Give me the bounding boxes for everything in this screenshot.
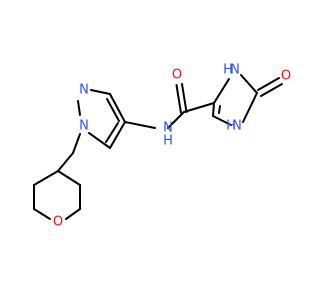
bond-imid-c5-c4-1 bbox=[212, 102, 215, 117]
bond-n-pyrazole bbox=[124, 121, 156, 129]
bond-oxane-o-c6 bbox=[33, 208, 51, 220]
bond-c-imidazole bbox=[183, 102, 215, 113]
bond-n-ch2 bbox=[72, 133, 81, 154]
atom-h-imidazole-top: H bbox=[223, 63, 233, 78]
atom-h-imidazole-bottom: H bbox=[226, 119, 236, 134]
bond-imid-c2-n1 bbox=[242, 92, 258, 123]
bond-imid-n3-c2 bbox=[240, 74, 258, 94]
atom-h-amide: H bbox=[163, 134, 173, 149]
bond-c-n-amide bbox=[167, 111, 185, 129]
bond-oxane-c5-c4 bbox=[33, 170, 59, 186]
bond-pyr-c5-c4-1 bbox=[109, 121, 126, 149]
bond-pyr-c5-c4-2 bbox=[105, 122, 119, 143]
bond-pyr-n2-n1 bbox=[77, 100, 81, 116]
atom-o-oxane: O bbox=[53, 215, 63, 230]
molecule-diagram: O N H N H O N H N N O bbox=[33, 63, 291, 230]
bond-imid-c4-n3 bbox=[213, 78, 230, 104]
bond-pyr-c4-c3-1 bbox=[109, 93, 126, 123]
atom-n-amide: N bbox=[163, 121, 173, 136]
bond-oxane-c4-c3 bbox=[57, 170, 81, 186]
bond-imid-n1-c5 bbox=[212, 115, 232, 126]
bond-c-o-imid-1 bbox=[257, 77, 280, 91]
bond-pyr-c3-n2 bbox=[90, 89, 111, 95]
bond-pyr-n1-c5 bbox=[88, 132, 111, 149]
bond-ch2-oxane bbox=[57, 152, 74, 172]
atom-n-imidazole-top: N bbox=[230, 63, 240, 78]
bond-oxane-c2-o bbox=[65, 208, 81, 220]
bond-c-o-amide-1 bbox=[175, 84, 182, 114]
atom-o-amide: O bbox=[172, 68, 182, 83]
bond-c-o-imid-2 bbox=[260, 83, 283, 97]
bond-lines bbox=[33, 74, 283, 220]
bond-c-o-amide-2 bbox=[181, 83, 188, 113]
bond-imid-c5-c4-2 bbox=[218, 105, 221, 114]
atom-n-pyrazole-top: N bbox=[79, 83, 89, 98]
atom-labels: O N H N H O N H N N O bbox=[53, 63, 291, 230]
bond-pyr-c4-c3-2 bbox=[106, 98, 120, 122]
atom-o-imidazolone: O bbox=[281, 69, 291, 84]
atom-n-pyrazole-bottom: N bbox=[79, 119, 89, 134]
atom-n-imidazole-bottom: N bbox=[232, 119, 242, 134]
